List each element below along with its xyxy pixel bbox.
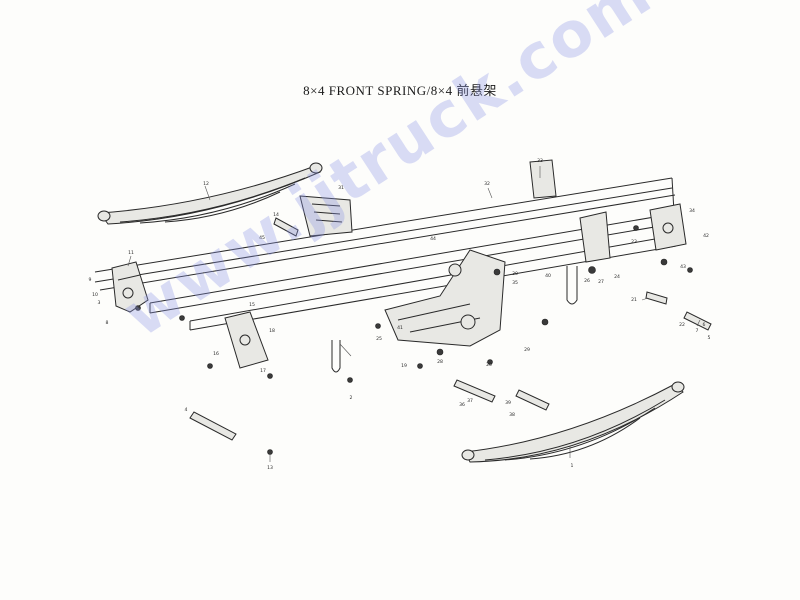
callout-37: 37 [467,398,473,404]
callout-21: 21 [631,297,637,303]
callout-34: 34 [689,208,695,214]
rear-hanger-right [579,203,687,263]
callout-16: 16 [213,351,219,357]
callout-25: 25 [376,336,382,342]
callout-18: 18 [269,328,275,334]
diagram-title: 8×4 FRONT SPRING/8×4 前悬架 [303,83,497,98]
callout-31: 31 [338,185,344,191]
callout-33: 33 [537,158,543,164]
callout-5: 5 [708,335,711,341]
callout-40: 40 [545,273,551,279]
callout-6: 6 [703,322,706,328]
callout-1: 1 [571,463,574,469]
front-spring-bracket [111,261,149,313]
callout-8: 8 [106,320,109,326]
callout-numbers: 1 2 3 4 5 6 7 8 9 10 11 12 13 14 15 16 1… [89,158,711,471]
upper-leaf-spring [97,162,323,225]
small-hardware [135,225,693,455]
callout-13: 13 [267,465,273,471]
center-crossmember [299,159,557,237]
callout-26: 26 [584,278,590,284]
callout-3: 3 [98,300,101,306]
callout-leaders [127,166,701,462]
callout-19: 19 [401,363,407,369]
callout-41: 41 [397,325,403,331]
callout-43: 43 [680,264,686,270]
callout-15: 15 [249,302,255,308]
callout-32: 32 [484,181,490,187]
callout-22: 22 [679,322,685,328]
callout-14: 14 [273,212,279,218]
callout-17: 17 [260,368,266,374]
u-bolts [331,266,578,373]
callout-27: 27 [598,279,604,285]
callout-35: 35 [512,280,518,286]
callout-2: 2 [350,395,353,401]
callout-12: 12 [203,181,209,187]
callout-30: 30 [512,271,518,277]
lower-leaf-spring [461,381,685,463]
callout-20: 20 [486,362,492,368]
spring-pins [189,217,712,441]
callout-10: 10 [92,292,98,298]
callout-4: 4 [185,407,188,413]
callout-45: 45 [259,235,265,241]
callout-28: 28 [437,359,443,365]
callout-11: 11 [128,250,134,256]
callout-9: 9 [89,277,92,283]
callout-44: 44 [430,236,436,242]
callout-38: 38 [509,412,515,418]
shackle-plate [224,311,269,369]
callout-42: 42 [703,233,709,239]
callout-7: 7 [696,328,699,334]
rear-bracket-assembly [384,249,506,347]
callout-29: 29 [524,347,530,353]
callout-23: 23 [631,239,637,245]
callout-24: 24 [614,274,620,280]
callout-36: 36 [459,402,465,408]
callout-39: 39 [505,400,511,406]
